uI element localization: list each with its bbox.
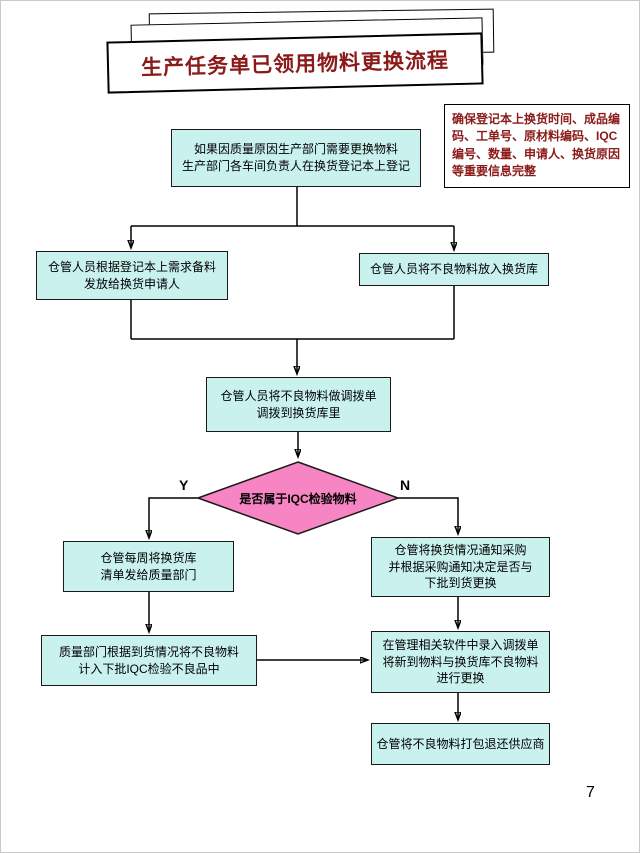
registration-note: 确保登记本上换货时间、成品编码、工单号、原材料编码、IQC编号、数量、申请人、换… [444, 104, 630, 188]
node-prepare-material: 仓管人员根据登记本上需求备料 发放给换货申请人 [36, 251, 228, 300]
decision-iqc-check: 是否属于IQC检验物料 [196, 460, 400, 536]
page-title: 生产任务单已领用物料更换流程 [140, 49, 450, 80]
node-quality-record: 质量部门根据到货情况将不良物料 计入下批IQC检验不良品中 [41, 635, 257, 686]
node-notify-purchasing: 仓管将换货情况通知采购 并根据采购通知决定是否与 下批到货更换 [371, 537, 550, 597]
node-software-entry: 在管理相关软件中录入调拨单 将新到物料与换货库不良物料 进行更换 [371, 631, 550, 693]
decision-label: 是否属于IQC检验物料 [239, 491, 357, 506]
branch-label-no: N [400, 477, 411, 493]
title-box: 生产任务单已领用物料更换流程 [106, 32, 484, 94]
diamond-shape [196, 461, 400, 535]
title-stack: 生产任务单已领用物料更换流程 [101, 8, 521, 104]
node-return-supplier: 仓管将不良物料打包退还供应商 [371, 723, 550, 765]
branch-label-yes: Y [179, 477, 189, 493]
connector-yes-branch [149, 497, 198, 537]
page-number: 7 [586, 784, 595, 801]
connector-no-branch [398, 497, 458, 533]
node-store-defective: 仓管人员将不良物料放入换货库 [359, 253, 549, 286]
node-weekly-list: 仓管每周将换货库 清单发给质量部门 [63, 541, 234, 592]
node-transfer-order: 仓管人员将不良物料做调拨单 调拨到换货库里 [206, 377, 391, 432]
node-start-register: 如果因质量原因生产部门需要更换物料 生产部门各车间负责人在换货登记本上登记 [171, 129, 421, 187]
